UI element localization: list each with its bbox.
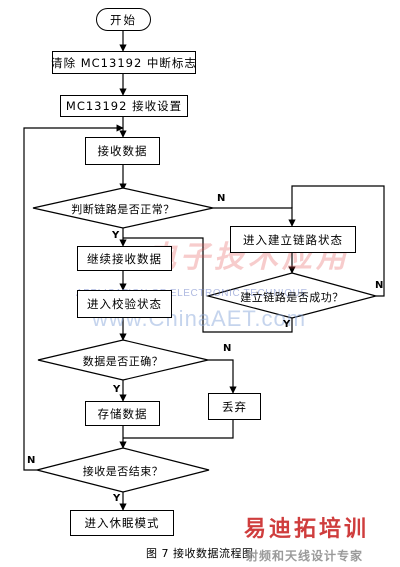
label-yes-rx-finished: Y — [113, 493, 121, 504]
link-built-ok-text: 建立链路是否成功？ — [240, 291, 344, 304]
data-correct-text: 数据是否正确？ — [82, 355, 164, 368]
start-terminal: 开始 — [96, 8, 151, 31]
label-no-data-correct: N — [223, 343, 232, 354]
sleep-mode-box: 进入休眠模式 — [70, 510, 174, 536]
diamond-link-normal — [32, 187, 214, 229]
diamond-link-built-ok — [205, 272, 379, 319]
clear-flag-box: 清除 MC13192 中断标志 — [51, 51, 196, 74]
logo-title: 易迪拓培训 — [244, 517, 370, 542]
diamond-rx-finished — [36, 447, 210, 493]
label-yes-link-built: Y — [283, 319, 291, 330]
rx-setup-box: MC13192 接收设置 — [60, 95, 188, 117]
diamond-data-correct — [37, 339, 209, 381]
discard-box: 丢弃 — [208, 393, 261, 420]
label-yes-link-normal: Y — [112, 230, 120, 241]
label-no-link-built: N — [375, 280, 384, 291]
store-data-box: 存储数据 — [85, 401, 160, 426]
link-normal-text: 判断链路是否正常？ — [71, 203, 175, 216]
receive-data-box: 接收数据 — [85, 137, 160, 165]
label-no-link-normal: N — [217, 193, 226, 204]
continue-rx-box: 继续接收数据 — [77, 246, 172, 271]
figure-caption: 图 7 接收数据流程图 — [146, 547, 254, 560]
verify-state-box: 进入校验状态 — [77, 290, 172, 318]
logo-subtitle: 射频和天线设计专家 — [246, 549, 364, 563]
watermark-publication: APPLICATION OF ELECTRONIC TECHNIQUE — [76, 288, 308, 299]
build-link-box: 进入建立链路状态 — [230, 226, 356, 253]
rx-finished-text: 接收是否结束？ — [82, 465, 164, 478]
label-no-rx-finished: N — [27, 455, 36, 466]
label-yes-data-correct: Y — [113, 384, 121, 395]
